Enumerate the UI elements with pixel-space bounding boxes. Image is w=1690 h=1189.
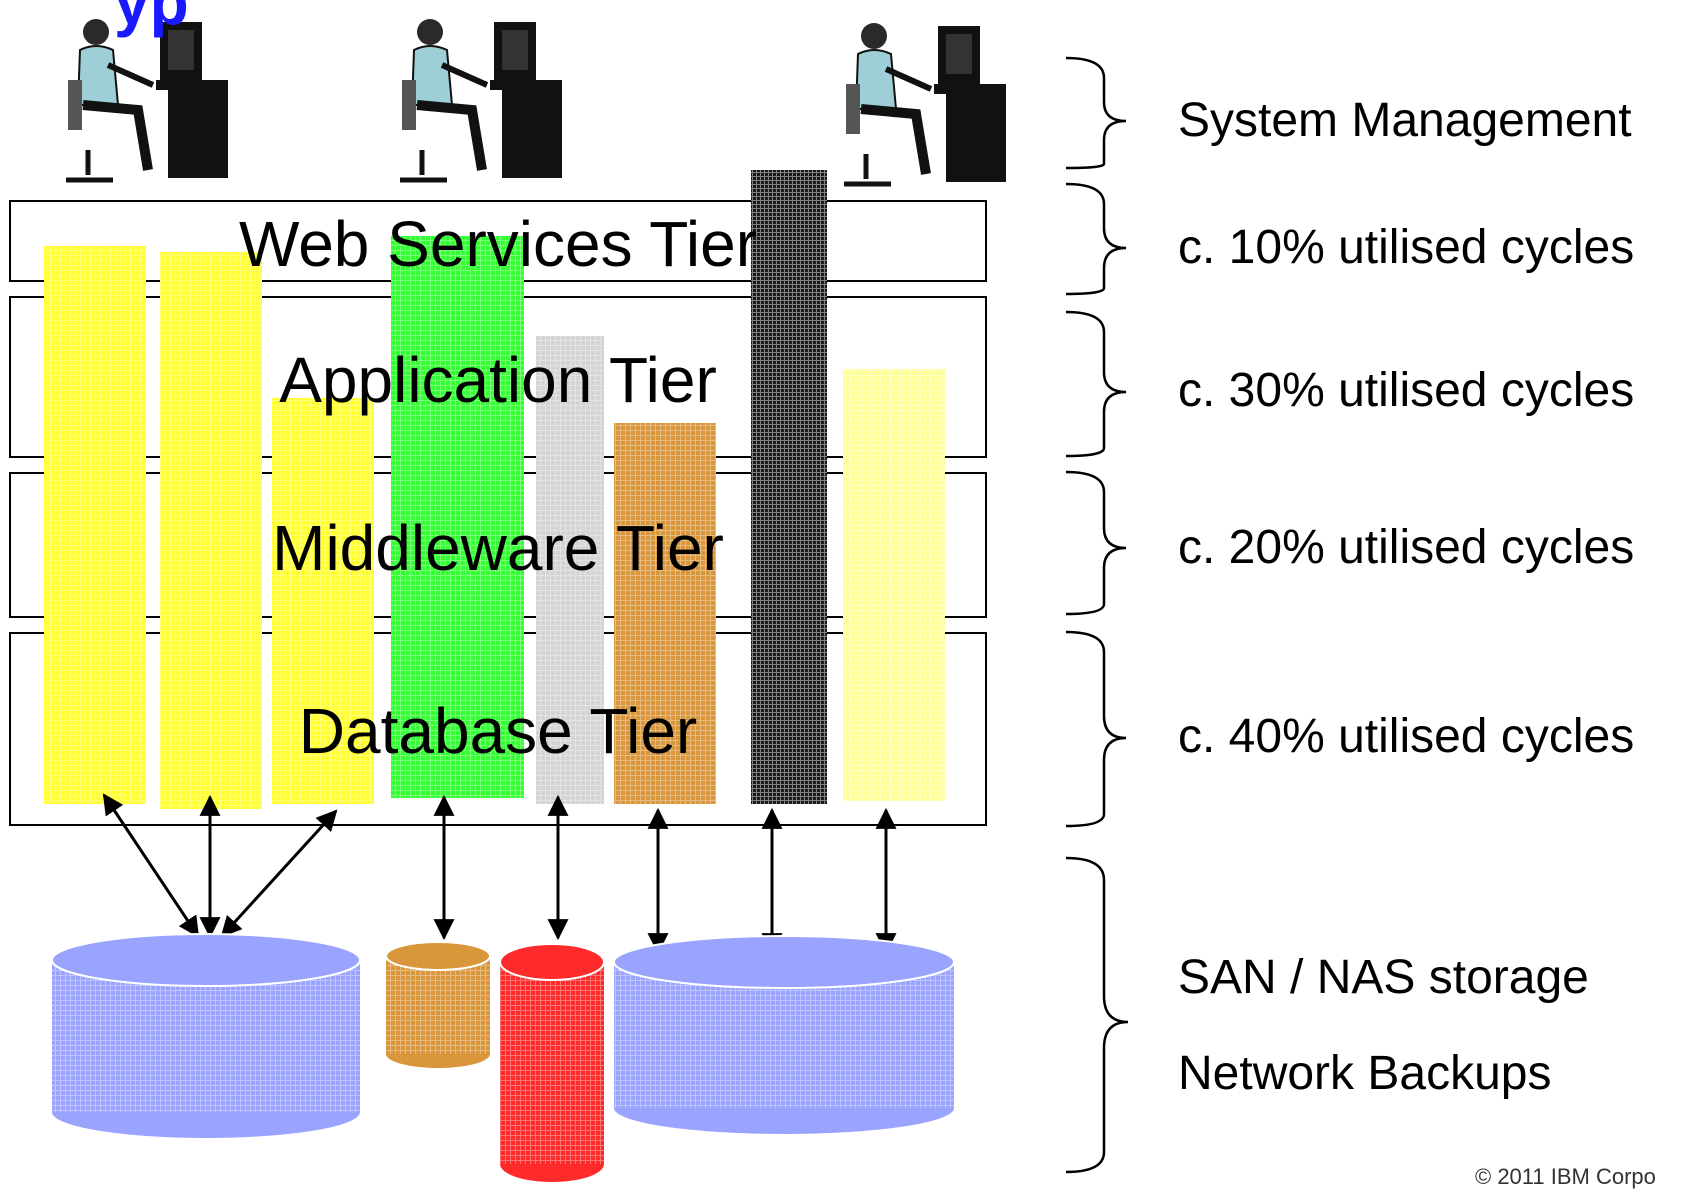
label-middleware-utilisation: c. 20% utilised cycles: [1178, 521, 1635, 574]
brace-web-services: [1065, 182, 1127, 296]
brace-database: [1065, 630, 1127, 828]
tier-label-database: Database Tier: [298, 695, 698, 767]
storage-arrows: [102, 793, 897, 955]
tier-label-web-services: Web Services Tier: [238, 208, 758, 280]
braces: [1065, 56, 1129, 1174]
workstation-icon-3: [844, 23, 1006, 187]
label-san-nas-storage: SAN / NAS storage: [1178, 951, 1589, 1004]
storage-cylinder-red: [499, 943, 605, 1182]
workstation-icon-2: [400, 19, 562, 183]
storage-cylinder-small-orange: [385, 941, 491, 1068]
tier-label-application: Application Tier: [279, 344, 717, 416]
brace-storage: [1065, 856, 1129, 1174]
copyright-notice: © 2011 IBM Corpo: [1475, 1164, 1656, 1189]
storage-cylinder-right: [613, 935, 955, 1134]
heading-fragment: yp: [114, 0, 189, 38]
brace-application: [1065, 310, 1127, 458]
storage-cylinder-left: [51, 933, 361, 1138]
brace-system-management: [1065, 56, 1127, 170]
label-network-backups: Network Backups: [1178, 1047, 1552, 1100]
tier-label-middleware: Middleware Tier: [272, 512, 724, 584]
brace-middleware: [1065, 470, 1127, 616]
label-database-utilisation: c. 40% utilised cycles: [1178, 710, 1635, 763]
label-application-utilisation: c. 30% utilised cycles: [1178, 364, 1635, 417]
workstation-icon-1: [66, 19, 228, 183]
label-web-services-utilisation: c. 10% utilised cycles: [1178, 221, 1635, 274]
label-system-management: System Management: [1178, 94, 1632, 147]
